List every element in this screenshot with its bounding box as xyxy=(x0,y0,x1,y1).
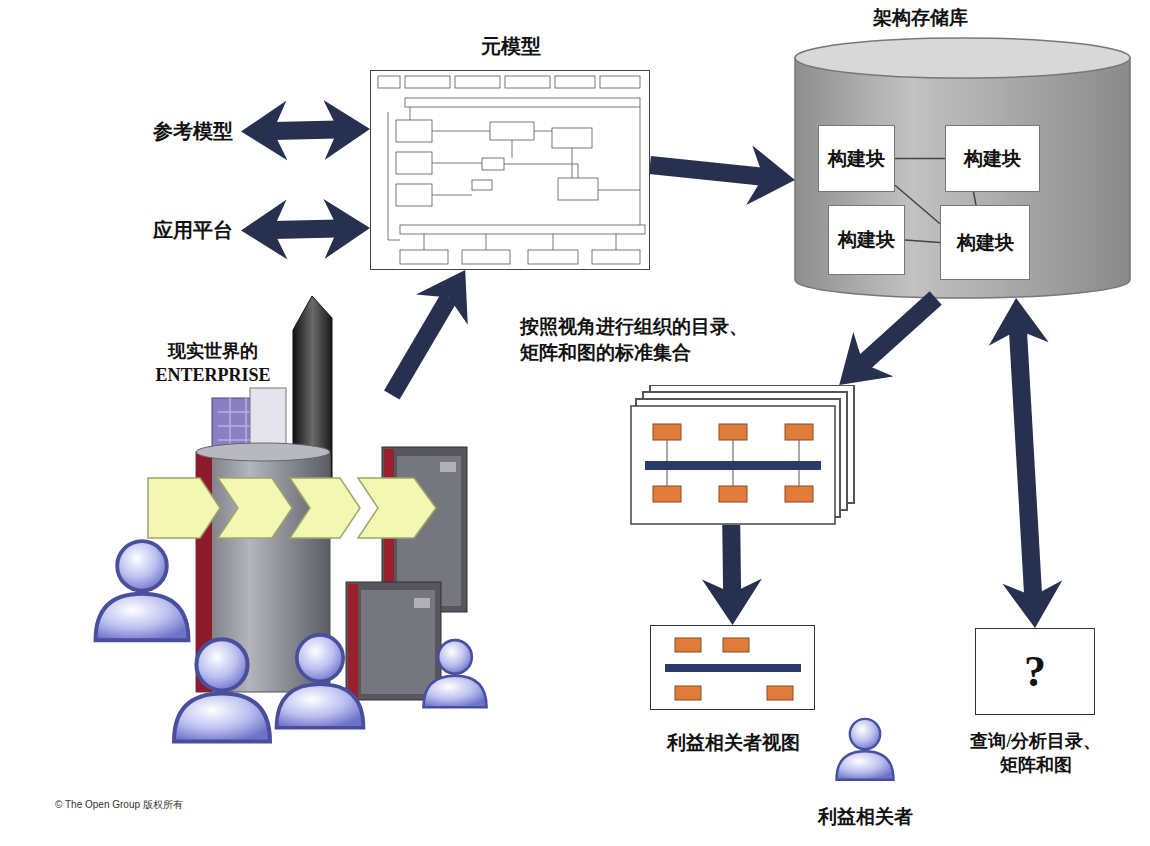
page-bar xyxy=(645,461,821,470)
query-mark: ? xyxy=(1024,644,1046,699)
page-box xyxy=(675,638,701,652)
page-box xyxy=(719,486,747,502)
page-stack xyxy=(630,385,855,525)
repository-cylinder xyxy=(795,58,1130,298)
metamodel-schematic xyxy=(482,158,504,170)
enterprise-illustration xyxy=(290,478,360,538)
enterprise-illustration xyxy=(440,462,456,472)
repository-cylinder xyxy=(795,38,1130,298)
block-arrow xyxy=(863,298,936,364)
metamodel-schematic xyxy=(552,128,592,148)
page-box xyxy=(653,424,681,440)
page-box xyxy=(767,686,793,700)
page-box xyxy=(675,686,701,700)
stakeholder-icon xyxy=(837,719,894,780)
metamodel-schematic xyxy=(400,225,645,234)
stakeholder-view: 利益相关者视图 xyxy=(650,625,815,710)
enterprise-illustration xyxy=(414,598,430,608)
platform-label: 应用平台 xyxy=(145,213,241,248)
enterprise-illustration xyxy=(218,478,292,538)
block-label: 构建块 xyxy=(957,231,1014,255)
enterprise-illustration xyxy=(358,478,436,538)
connector-layer xyxy=(273,130,1033,596)
metamodel-schematic xyxy=(592,250,640,264)
block-arrow xyxy=(273,229,338,230)
stakeholder-label: 利益相关者 xyxy=(815,805,915,830)
stack-label: 按照视角进行组织的目录、矩阵和图的标准集合 xyxy=(520,314,760,365)
metamodel-title: 元模型 xyxy=(371,33,651,60)
link-line xyxy=(895,158,945,160)
metamodel-schematic xyxy=(400,250,448,264)
block-arrow xyxy=(1018,330,1033,596)
metamodel-schematic xyxy=(396,120,432,142)
metamodel-schematic xyxy=(455,76,500,88)
metamodel-schematic xyxy=(472,180,492,190)
repository-title: 架构存储库 xyxy=(795,5,1045,31)
metamodel-box: 元模型 xyxy=(370,70,650,270)
enterprise-illustration xyxy=(96,296,487,742)
metamodel-schematic xyxy=(490,122,534,140)
block-label: 构建块 xyxy=(828,147,885,171)
node-label: 参考模型 xyxy=(153,119,233,144)
building-block: 构建块 xyxy=(940,205,1030,280)
enterprise-label: 现实世界的 ENTERPRISE xyxy=(143,339,283,388)
node-label: 应用平台 xyxy=(153,218,233,243)
page-bar xyxy=(665,664,801,672)
enterprise-illustration xyxy=(277,635,364,728)
metamodel-schematic xyxy=(396,184,432,206)
view-page xyxy=(651,626,816,711)
enterprise-illustration xyxy=(196,443,330,461)
query-label: 查询/分析目录、矩阵和图 xyxy=(966,729,1106,778)
metamodel-schematic xyxy=(424,234,616,250)
block-arrow xyxy=(722,525,741,593)
block-label: 构建块 xyxy=(838,228,895,252)
building-block: 构建块 xyxy=(945,125,1040,192)
metamodel-schematic xyxy=(555,76,595,88)
page-box xyxy=(723,638,749,652)
viewpoint-stack: 按照视角进行组织的目录、矩阵和图的标准集合 xyxy=(630,385,855,525)
metamodel-schematic xyxy=(378,76,400,88)
front-page xyxy=(631,406,835,524)
enterprise-illustration xyxy=(361,590,435,694)
metamodel-schematic xyxy=(505,76,550,88)
enterprise-illustration xyxy=(148,478,436,538)
metamodel-schematic xyxy=(405,98,640,107)
block-arrow xyxy=(650,165,763,177)
block-arrow xyxy=(273,130,338,131)
metamodel-schematic xyxy=(462,250,510,264)
repository-cylinder: 架构存储库构建块构建块构建块构建块 xyxy=(795,38,1130,298)
copyright-note: © The Open Group 版权所有 xyxy=(55,798,315,811)
enterprise-illustration xyxy=(424,640,487,707)
enterprise-illustration xyxy=(174,639,270,741)
metamodel-schematic xyxy=(528,250,578,264)
reference-model-label: 参考模型 xyxy=(145,114,241,149)
page-box xyxy=(653,486,681,502)
building-block: 构建块 xyxy=(828,205,905,275)
metamodel-schematic xyxy=(388,107,640,240)
page-box xyxy=(785,424,813,440)
enterprise-illustration xyxy=(96,541,189,640)
repository-cylinder xyxy=(795,38,1130,78)
query-box: ?查询/分析目录、矩阵和图 xyxy=(975,628,1095,715)
metamodel-schematic xyxy=(405,76,450,88)
page-box xyxy=(785,486,813,502)
enterprise-illustration xyxy=(346,582,441,700)
view-label: 利益相关者视图 xyxy=(631,730,836,756)
link-line xyxy=(974,192,977,205)
metamodel-schematic xyxy=(396,152,432,174)
enterprise-illustration xyxy=(348,584,358,698)
link-line xyxy=(905,240,940,243)
metamodel-schematic xyxy=(378,76,645,264)
building-block: 构建块 xyxy=(818,125,895,192)
stakeholder-icon xyxy=(837,719,894,780)
enterprise-illustration xyxy=(148,478,220,538)
metamodel-schematic xyxy=(558,178,598,200)
page-box xyxy=(719,424,747,440)
metamodel-schematic xyxy=(600,76,640,88)
front-page xyxy=(631,406,835,524)
block-label: 构建块 xyxy=(964,147,1021,171)
block-arrow xyxy=(392,298,449,395)
enterprise-area: 现实世界的 ENTERPRISE xyxy=(60,395,480,720)
